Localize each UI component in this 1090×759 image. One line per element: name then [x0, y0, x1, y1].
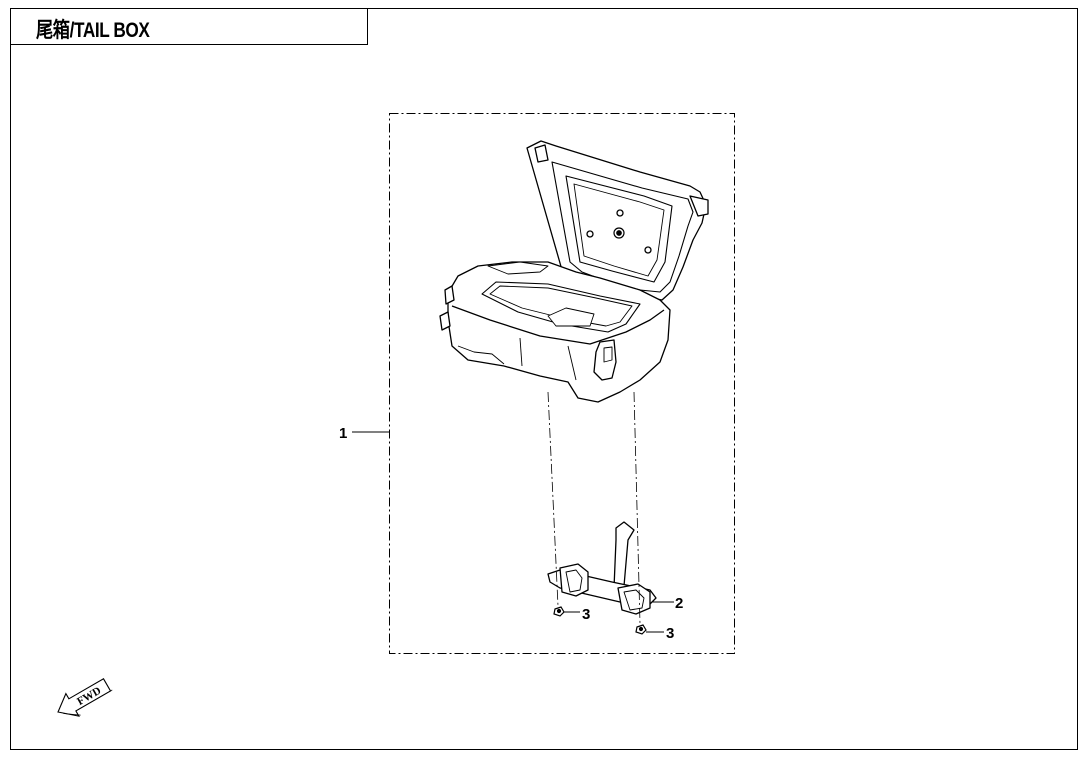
alignment-lines: [547, 391, 641, 625]
bolt-illustrations: [553, 606, 647, 635]
drawing-frame: [10, 8, 1078, 750]
fwd-arrow-icon: FWD: [57, 678, 113, 717]
page-title: 尾箱/TAIL BOX: [36, 19, 150, 42]
assembly-group-boundary: [389, 113, 735, 654]
callout-1: 1: [339, 425, 347, 442]
callout-2: 2: [675, 595, 683, 612]
title-box: 尾箱/TAIL BOX: [10, 8, 368, 45]
tail-box-illustration: [439, 140, 709, 403]
callout-3-right: 3: [666, 625, 674, 642]
callout-3-left: 3: [582, 606, 590, 623]
leader-lines: [352, 431, 674, 633]
mounting-bracket-illustration: [547, 521, 657, 615]
